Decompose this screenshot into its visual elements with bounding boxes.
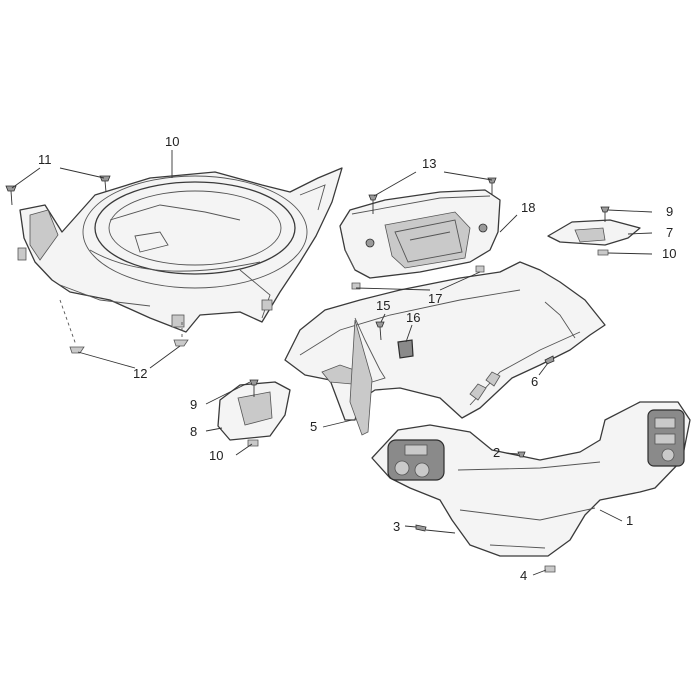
callout-17: 17 (428, 291, 442, 306)
part-7-right-trim (547, 206, 641, 256)
callout-11: 10 (165, 134, 179, 149)
callout-12: 11 (38, 152, 52, 167)
callout-9-right: 9 (666, 204, 673, 219)
callout-16: 16 (406, 310, 420, 325)
callout-9-left: 9 (190, 397, 197, 412)
callout-18: 18 (521, 200, 535, 215)
part-1-lower-handlebar-cover (371, 401, 691, 573)
part-16-bracket (397, 339, 414, 359)
part-6-screw (544, 355, 555, 365)
callout-8: 8 (190, 424, 197, 439)
callout-3: 3 (393, 519, 400, 534)
part-5-front-handlebar-cover (284, 261, 606, 436)
part-3-screw (415, 524, 427, 532)
callout-7: 7 (666, 225, 673, 240)
callout-labels: 10 11 12 13 18 17 9 7 10 15 16 6 9 8 10 … (38, 134, 676, 583)
part-18-instrument-cover (339, 189, 501, 279)
part-11-handlebar-rear-housing (17, 167, 343, 333)
callout-leaders (11, 150, 653, 576)
callout-4: 4 (520, 568, 527, 583)
callout-2: 2 (493, 445, 500, 460)
part-17-clips (351, 265, 485, 290)
part-8-left-trim (217, 379, 291, 447)
callout-5: 5 (310, 419, 317, 434)
callout-14: 13 (422, 156, 436, 171)
part-14-screws (368, 177, 497, 214)
callout-15: 15 (376, 298, 390, 313)
part-12-screws (5, 175, 111, 206)
callout-10-right: 10 (662, 246, 676, 261)
callout-10-left: 10 (209, 448, 223, 463)
callout-1: 1 (626, 513, 633, 528)
callout-13: 12 (133, 366, 147, 381)
callout-6: 6 (531, 374, 538, 389)
